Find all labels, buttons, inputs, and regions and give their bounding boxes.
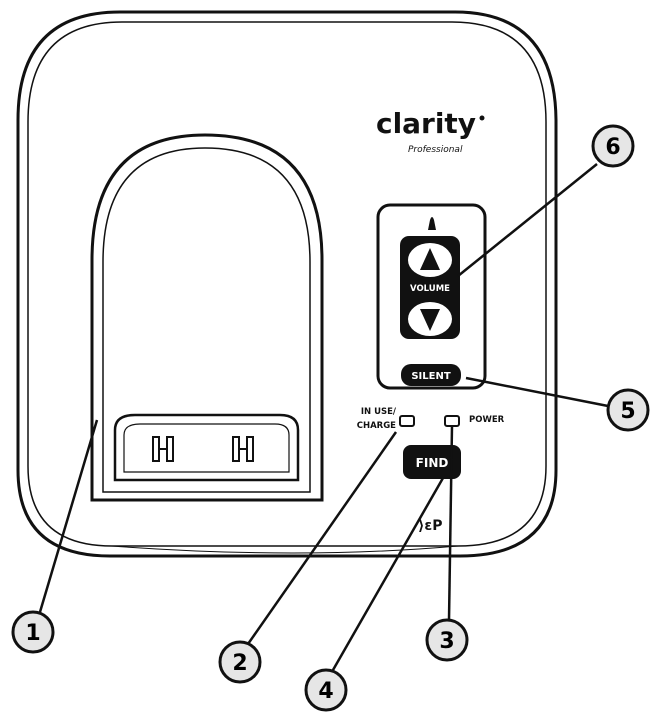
svg-text:3: 3 [439, 629, 454, 654]
svg-text:2: 2 [232, 651, 247, 676]
charge-label: CHARGE [357, 421, 396, 431]
svg-text:6: 6 [605, 135, 620, 160]
power-label: POWER [469, 415, 505, 425]
base-body [16, 10, 558, 558]
callout-3: 3 [425, 618, 469, 662]
svg-text:Professional: Professional [408, 145, 463, 155]
callout-2: 2 [218, 640, 262, 684]
callout-1: 1 [11, 610, 55, 654]
button-panel [376, 203, 487, 390]
callout-4: 4 [304, 668, 348, 712]
volume-rocker[interactable]: VOLUME [400, 236, 460, 339]
triangle-up-icon [420, 248, 440, 270]
triangle-down-icon [420, 309, 440, 331]
silent-button[interactable]: SILENT [401, 364, 461, 386]
handset-cradle [90, 133, 324, 502]
svg-text:clarity: clarity [376, 107, 476, 140]
in-use-charge-led [399, 415, 415, 427]
bell-icon [428, 217, 436, 230]
charging-contact [232, 436, 254, 462]
callout-5: 5 [606, 388, 650, 432]
svg-text:5: 5 [620, 399, 635, 424]
leader-lines [38, 163, 609, 671]
dect-mark: ⟩ɛP [418, 518, 442, 534]
find-button[interactable]: FIND [403, 445, 461, 479]
callout-6: 6 [591, 124, 635, 168]
svg-text:4: 4 [318, 679, 333, 704]
power-led [444, 415, 460, 427]
clarity-logo: clarity Professional [376, 107, 485, 155]
volume-label: VOLUME [410, 284, 450, 294]
charging-contact [152, 436, 174, 462]
in-use-label: IN USE/ [361, 407, 397, 417]
svg-text:1: 1 [25, 621, 40, 646]
svg-text:FIND: FIND [416, 456, 449, 470]
svg-text:SILENT: SILENT [411, 371, 450, 382]
